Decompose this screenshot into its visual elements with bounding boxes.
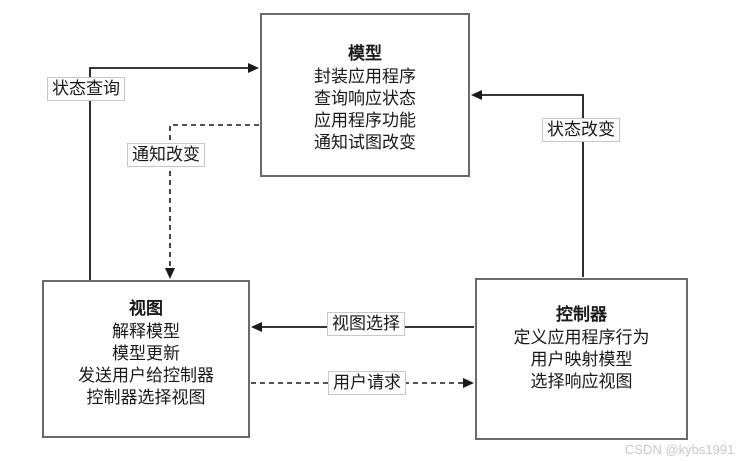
node-view-line: 模型更新	[112, 344, 180, 363]
node-model-line: 查询响应状态	[314, 89, 416, 108]
node-view-line: 解释模型	[112, 322, 180, 341]
edge-label-notify-change: 通知改变	[127, 143, 205, 167]
node-model-line: 封装应用程序	[314, 67, 416, 86]
edge-status-change-line	[480, 94, 584, 277]
edge-status-change-arrowhead	[471, 90, 482, 100]
node-view-line: 控制器选择视图	[86, 388, 206, 407]
edge-notify-change-arrowhead	[165, 268, 175, 279]
edge-notify-change-line	[169, 124, 259, 270]
edge-label-status-query: 状态查询	[47, 77, 125, 101]
node-view: 视图 解释模型 模型更新 发送用户给控制器 控制器选择视图	[42, 280, 250, 438]
node-controller: 控制器 定义应用程序行为 用户映射模型 选择响应视图	[475, 278, 688, 440]
node-view-title: 视图	[129, 299, 163, 318]
edge-status-query-line	[89, 67, 250, 280]
node-controller-line: 选择响应视图	[530, 372, 633, 391]
node-model: 模型 封装应用程序 查询响应状态 应用程序功能 通知试图改变	[260, 13, 470, 177]
edge-label-status-change: 状态改变	[542, 118, 620, 142]
node-model-line: 通知试图改变	[314, 133, 416, 152]
edge-label-user-request: 用户请求	[328, 371, 406, 395]
node-model-line: 应用程序功能	[314, 111, 416, 130]
node-controller-line: 用户映射模型	[530, 350, 633, 369]
node-view-line: 发送用户给控制器	[78, 366, 214, 385]
edge-status-query-arrowhead	[248, 63, 259, 73]
node-controller-line: 定义应用程序行为	[513, 328, 650, 347]
edge-view-select-arrowhead	[251, 322, 262, 332]
node-model-title: 模型	[348, 44, 382, 63]
edge-user-request-arrowhead	[463, 378, 474, 388]
node-controller-title: 控制器	[556, 305, 607, 324]
edge-label-view-select: 视图选择	[327, 312, 405, 336]
watermark: CSDN @kybs1991	[625, 442, 735, 457]
